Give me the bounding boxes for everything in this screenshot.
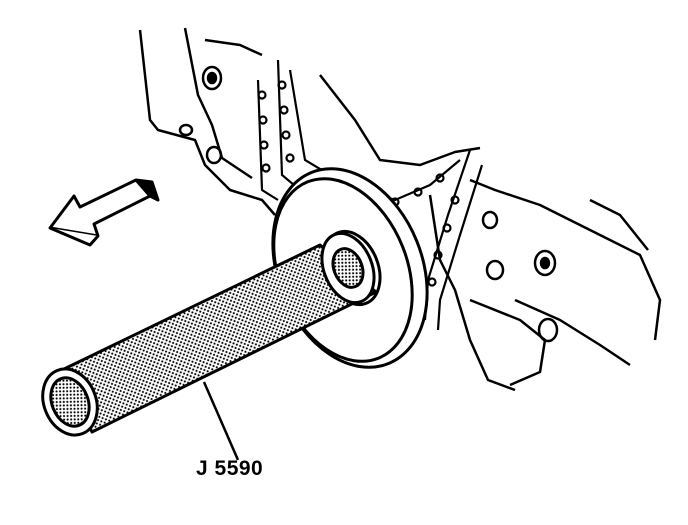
- puller-tool: [41, 231, 378, 437]
- callout-leader-line: [202, 381, 240, 461]
- bolt-bosses: [178, 65, 559, 343]
- tool-callout-label: J 5590: [196, 457, 264, 480]
- direction-arrow: [48, 178, 160, 247]
